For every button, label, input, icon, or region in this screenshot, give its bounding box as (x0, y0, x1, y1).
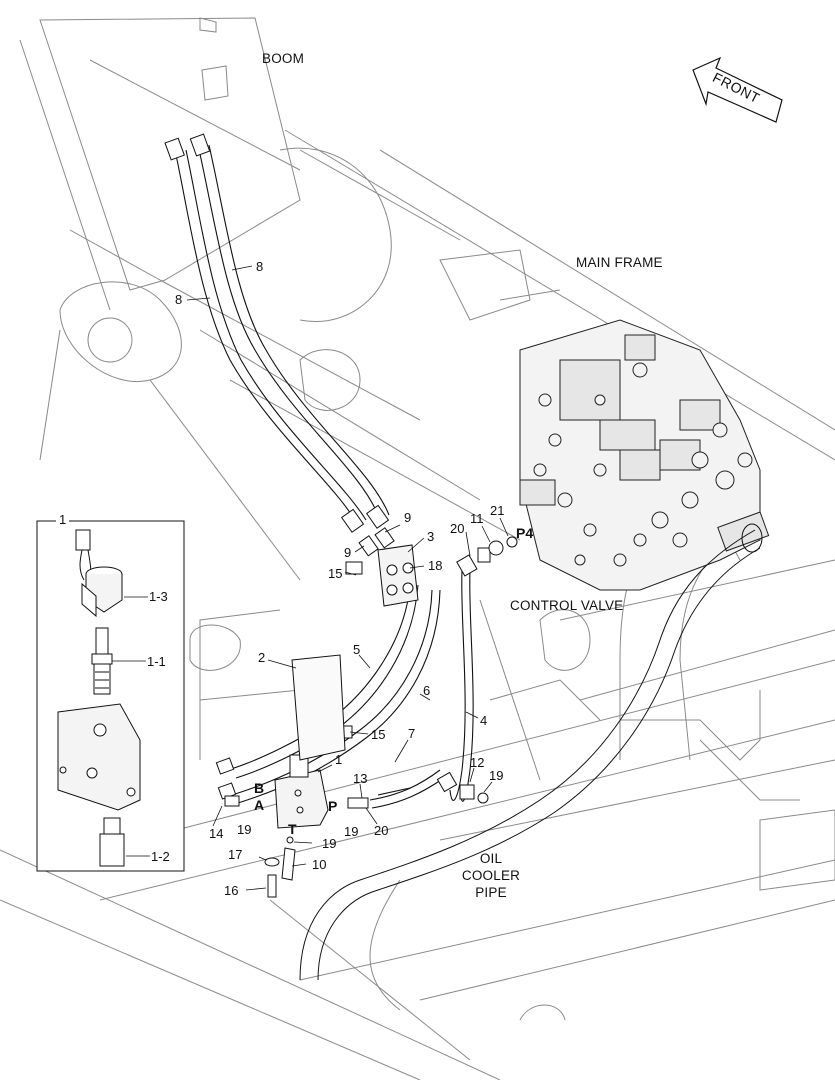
control-valve-label: CONTROL VALVE (510, 598, 624, 613)
front-arrow (692, 56, 783, 123)
callout-1-1: 1-1 (147, 654, 166, 669)
main-frame-label: MAIN FRAME (576, 255, 663, 270)
callout-10: 10 (312, 857, 327, 872)
callout-19-a: 19 (489, 768, 504, 783)
leader-lines (186, 265, 509, 891)
callout-1: 1 (335, 752, 343, 767)
callout-15-b: 15 (371, 727, 386, 742)
oil-cooler-label-line3: PIPE (475, 885, 507, 900)
callout-9-a: 9 (404, 510, 412, 525)
callout-17: 17 (228, 847, 243, 862)
callout-1-3: 1-3 (149, 589, 168, 604)
port-p-label: P (328, 798, 338, 814)
inset-title: 1 (56, 513, 70, 526)
callout-20-a: 20 (450, 521, 465, 536)
callout-11: 11 (470, 511, 484, 526)
callout-12: 12 (470, 755, 485, 770)
port-a-label: A (254, 797, 265, 813)
callout-9-b: 9 (344, 545, 352, 560)
callout-19-d: 19 (322, 836, 337, 851)
oil-cooler-label-line1: OIL (479, 851, 503, 866)
callout-15-a: 15 (328, 566, 343, 581)
callout-8-a: 8 (256, 259, 264, 274)
callout-1-2: 1-2 (151, 849, 170, 864)
callout-8-b: 8 (175, 292, 183, 307)
callout-4: 4 (480, 713, 488, 728)
callout-13: 13 (353, 771, 368, 786)
callout-14: 14 (209, 826, 224, 841)
callout-19-c: 19 (344, 824, 359, 839)
port-p4-label: P4 (516, 525, 534, 541)
inset-solenoid-valve-detail (36, 520, 185, 872)
port-b-label: B (254, 780, 265, 796)
oil-cooler-pipe (299, 523, 763, 981)
callout-16: 16 (224, 883, 239, 898)
callout-19-b: 19 (237, 822, 252, 837)
callout-5: 5 (353, 642, 361, 657)
callout-6: 6 (423, 683, 431, 698)
boom-label: BOOM (262, 51, 305, 66)
fittings (164, 133, 518, 898)
port-t-label: T (288, 821, 297, 837)
callout-20-b: 20 (374, 823, 389, 838)
oil-cooler-label-line2: COOLER (461, 868, 521, 883)
callout-21: 21 (490, 503, 505, 518)
callout-3: 3 (427, 529, 435, 544)
callout-2: 2 (258, 650, 266, 665)
callout-18: 18 (428, 558, 443, 573)
control-valve-assembly (519, 319, 770, 591)
callout-7: 7 (408, 726, 416, 741)
